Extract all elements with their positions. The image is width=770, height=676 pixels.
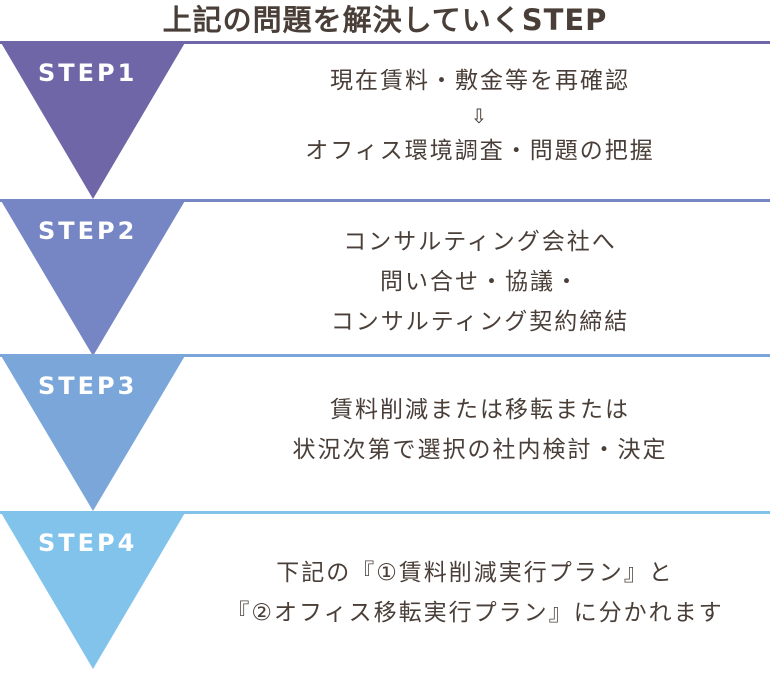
step-2: STEP2 コンサルティング会社へ 問い合せ・協議・ コンサルティング契約締結 bbox=[0, 199, 770, 364]
step-4-description: 下記の『①賃料削減実行プラン』と 『②オフィス移転実行プラン』に分かれます bbox=[180, 553, 770, 633]
step-4-label: STEP4 bbox=[38, 529, 138, 557]
down-arrow-icon: ⇩ bbox=[470, 104, 490, 128]
step-4: STEP4 下記の『①賃料削減実行プラン』と 『②オフィス移転実行プラン』に分か… bbox=[0, 511, 770, 676]
step-2-line-3: コンサルティング契約締結 bbox=[330, 309, 630, 335]
step-3: STEP3 賃料削減または移転または 状況次第で選択の社内検討・決定 bbox=[0, 354, 770, 519]
step-4-triangle bbox=[0, 511, 186, 669]
step-4-divider-line bbox=[0, 511, 770, 514]
step-1-triangle bbox=[0, 41, 186, 199]
page-title: 上記の問題を解決していくSTEP bbox=[162, 3, 608, 37]
step-1-description: 現在賃料・敷金等を再確認 ⇩ オフィス環境調査・問題の把握 bbox=[190, 61, 770, 171]
step-4-line-2: 『②オフィス移転実行プラン』に分かれます bbox=[226, 600, 724, 626]
step-1-line-3: オフィス環境調査・問題の把握 bbox=[305, 138, 655, 164]
step-3-line-2: 状況次第で選択の社内検討・決定 bbox=[292, 437, 668, 463]
step-2-line-1: コンサルティング会社へ bbox=[343, 229, 617, 255]
step-3-description: 賃料削減または移転または 状況次第で選択の社内検討・決定 bbox=[190, 390, 770, 470]
step-2-divider-line bbox=[0, 199, 770, 202]
step-3-divider-line bbox=[0, 354, 770, 357]
step-1: STEP1 現在賃料・敷金等を再確認 ⇩ オフィス環境調査・問題の把握 bbox=[0, 41, 770, 206]
step-2-description: コンサルティング会社へ 問い合せ・協議・ コンサルティング契約締結 bbox=[190, 222, 770, 342]
step-2-triangle bbox=[0, 199, 186, 356]
step-1-divider-line bbox=[0, 41, 770, 44]
step-1-label: STEP1 bbox=[38, 59, 138, 87]
step-3-label: STEP3 bbox=[38, 372, 138, 400]
step-1-line-1: 現在賃料・敷金等を再確認 bbox=[330, 68, 630, 94]
step-2-line-2: 問い合せ・協議・ bbox=[380, 269, 580, 295]
step-2-label: STEP2 bbox=[38, 217, 138, 245]
step-3-line-1: 賃料削減または移転または bbox=[330, 397, 630, 423]
step-3-triangle bbox=[0, 354, 186, 511]
step-4-line-1: 下記の『①賃料削減実行プラン』と bbox=[276, 560, 674, 586]
